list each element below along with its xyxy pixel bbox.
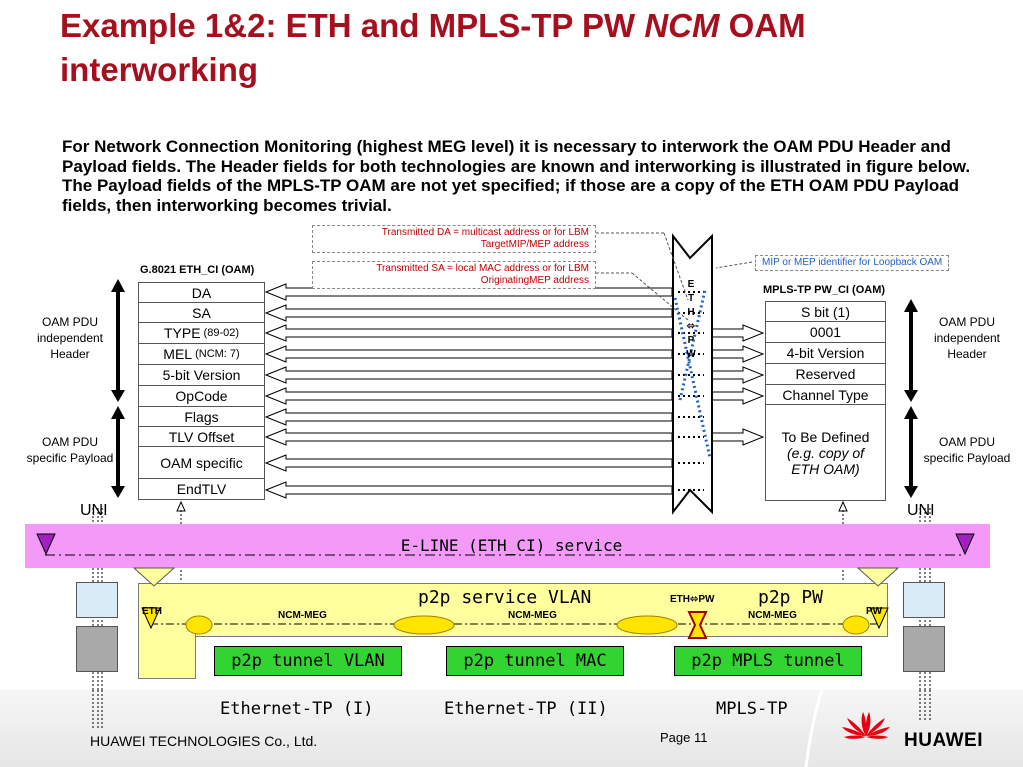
ncm-meg-label-3: NCM-MEG [748,610,797,621]
layer-ethernet-tp-1: Ethernet-TP (I) [220,699,374,719]
mip-note: MIP or MEP identifier for Loopback OAM [755,255,950,271]
layer-ethernet-tp-2: Ethernet-TP (II) [444,699,608,719]
footer-page-number: Page 11 [660,730,708,745]
eline-left-triangle [36,533,56,556]
eline-right-triangle [955,533,975,556]
eth-endpoint-label: ETH [142,606,162,617]
eth-pw-conversion-box [672,233,713,515]
intro-paragraph: For Network Connection Monitoring (highe… [62,137,971,215]
p2p-tunnel-vlan: p2p tunnel VLAN [214,646,402,676]
p2p-tunnel-mac: p2p tunnel MAC [446,646,624,676]
mapping-diagonal-1 [673,297,712,459]
eth-field-opcode: OpCode [138,385,265,407]
p2p-service-box [138,583,888,637]
eline-service-label: E-LINE (ETH_CI) service [400,536,623,555]
footer-band [0,690,1023,767]
left-service-triangle [132,567,176,587]
eth-field-endtlv: EndTLV [138,478,265,500]
right-service-triangle [856,567,900,587]
eth-stack-title: G.8021 ETH_CI (OAM) [140,264,255,276]
uni-right-label: UNI [907,502,935,519]
eth-pw-conversion-label: E T H ⬄ P W [686,279,696,360]
title-part1: Example 1&2: ETH and MPLS-TP PW [60,7,645,44]
layer-mpls-tp: MPLS-TP [716,699,788,719]
right-device-top [903,582,945,618]
eline-service-band [25,524,990,568]
pw-oam-stack: S bit (1) 0001 4-bit Version Reserved Ch… [765,301,886,501]
sa-note: Transmitted SA = local MAC address or fo… [312,261,596,289]
ncm-meg-label-1: NCM-MEG [278,610,327,621]
page-title: Example 1&2: ETH and MPLS-TP PW NCM OAM … [60,4,960,92]
pw-stack-title: MPLS-TP PW_CI (OAM) [763,284,886,296]
right-header-label: OAM PDU independent Header [933,315,1001,361]
eth-field-flags: Flags [138,406,265,427]
meg-ellipse-4 [842,615,870,635]
uni-left-label: UNI [80,502,108,519]
p2p-service-vlan-label: p2p service VLAN [418,587,592,608]
eth-field-tlv-offset: TLV Offset [138,426,265,447]
pw-field-channel-type: Channel Type [765,384,886,405]
left-header-label: OAM PDU independent Header [36,315,104,361]
eth-pw-label: ETH⬄PW [670,594,715,605]
huawei-logo-icon [842,712,890,739]
pw-endpoint-label: PW [866,606,883,617]
left-payload-label: OAM PDU specific Payload [26,435,114,465]
left-device-top [76,582,118,618]
footer-brand: HUAWEI [904,730,983,751]
pw-field-reserved: Reserved [765,363,886,385]
meg-ellipse-1 [185,615,213,635]
pw-field-version: 4-bit Version [765,342,886,364]
p2p-mpls-tunnel: p2p MPLS tunnel [674,646,862,676]
meg-ellipse-3 [616,615,678,635]
left-device-bottom [76,626,118,672]
eth-field-da: DA [138,282,265,303]
interworking-bowtie [687,611,708,639]
pw-field-tbd: To Be Defined (e.g. copy of ETH OAM) [765,404,886,501]
ncm-meg-label-2: NCM-MEG [508,610,557,621]
eth-field-oam-specific: OAM specific [138,446,265,479]
meg-ellipse-2 [393,615,455,635]
da-note: Transmitted DA = multicast address or fo… [312,225,596,253]
mapping-diagonal-2 [678,289,707,401]
title-part2: OAM interworking [60,7,806,88]
footer-company: HUAWEI TECHNOLOGIES Co., Ltd. [90,733,318,749]
right-device-bottom [903,626,945,672]
right-payload-label: OAM PDU specific Payload [923,435,1011,465]
title-ncm: NCM [644,7,720,44]
eth-drop-box [138,634,196,679]
field-mapping-arrows [264,283,765,499]
pw-field-0001: 0001 [765,321,886,343]
p2p-pw-label: p2p PW [758,587,824,608]
eth-oam-stack: DA SA TYPE(89-02) MEL(NCM: 7) 5-bit Vers… [138,282,265,502]
